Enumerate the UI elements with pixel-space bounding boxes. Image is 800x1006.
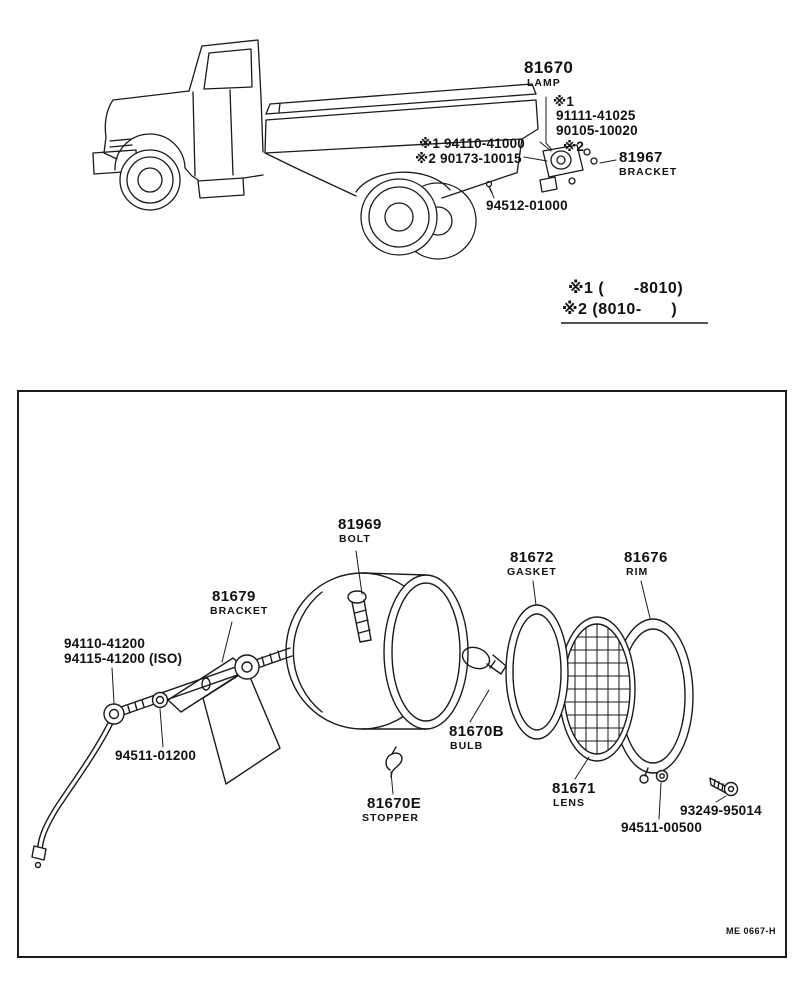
label-rim-name: RIM bbox=[626, 566, 649, 578]
stopper-clip bbox=[385, 746, 403, 778]
label-bolt-name: BOLT bbox=[339, 533, 371, 545]
mounting-nut bbox=[103, 703, 125, 725]
washer bbox=[151, 691, 169, 709]
label-bracket-81679-name: BRACKET bbox=[210, 605, 269, 617]
label-stopper-81670e: 81670E bbox=[367, 795, 422, 812]
label-lens-81671: 81671 bbox=[552, 780, 596, 797]
label-bulb-81670b: 81670B bbox=[449, 723, 504, 740]
label-bracket-name: BRACKET bbox=[619, 166, 678, 178]
gasket bbox=[505, 604, 569, 740]
truck-front-wheel bbox=[119, 149, 181, 211]
bulb bbox=[461, 646, 507, 675]
lens bbox=[558, 616, 636, 762]
truck-rear-lamp-assembly bbox=[485, 144, 598, 194]
label-nut-94511-00500: 94511-00500 bbox=[621, 820, 703, 835]
label-bolt-81969: 81969 bbox=[338, 516, 382, 533]
truck-drawing bbox=[92, 39, 617, 260]
label-bulb-name: BULB bbox=[450, 740, 484, 752]
label-bracket-81679: 81679 bbox=[212, 588, 256, 605]
label-rim-81676: 81676 bbox=[624, 549, 668, 566]
label-ref2-assembly: ※2 90173-10015 bbox=[415, 151, 522, 166]
truck-flatbed bbox=[264, 83, 539, 199]
grommet bbox=[234, 654, 260, 680]
label-screw-93249: 93249-95014 bbox=[680, 803, 762, 818]
drawing-code: ME 0667-H bbox=[726, 926, 777, 936]
label-nut-94110: 94110-41200 bbox=[64, 636, 146, 651]
exploded-leader-lines bbox=[111, 550, 727, 820]
rim-screw bbox=[709, 777, 739, 797]
truck-cab bbox=[92, 39, 264, 199]
label-stopper-name: STOPPER bbox=[362, 812, 419, 824]
legend-line-2: ※2 (8010- ) bbox=[562, 301, 678, 318]
label-gasket-name: GASKET bbox=[507, 566, 557, 578]
label-ref1-assembly: ※1 94110-41000 bbox=[419, 136, 526, 151]
label-nut-part-no: 90105-10020 bbox=[556, 123, 638, 138]
label-ref1-mark: ※1 bbox=[553, 94, 575, 109]
lamp-bracket bbox=[167, 657, 281, 785]
label-ref2-mark: ※2 bbox=[563, 139, 585, 154]
exploded-view-border bbox=[17, 390, 787, 958]
label-lamp-name: LAMP bbox=[527, 77, 561, 89]
label-lamp-part-no: 81670 bbox=[524, 58, 574, 77]
legend-line-1: ※1 ( -8010) bbox=[568, 280, 684, 297]
lamp-housing bbox=[285, 572, 469, 730]
exploded-view-drawing bbox=[31, 550, 739, 869]
label-gasket-81672: 81672 bbox=[510, 549, 554, 566]
label-screw-part-no: 94512-01000 bbox=[486, 198, 568, 213]
label-bracket-part-no: 81967 bbox=[619, 149, 663, 166]
label-lens-name: LENS bbox=[553, 797, 586, 809]
wiring-cable bbox=[31, 721, 113, 869]
truck-rear-wheels bbox=[355, 171, 477, 260]
label-nut-94115-iso: 94115-41200 (ISO) bbox=[64, 651, 183, 666]
rim-speed-nut bbox=[655, 769, 669, 783]
adjust-bolt bbox=[347, 590, 372, 643]
label-bolt-part-no: 91111-41025 bbox=[556, 108, 636, 123]
label-washer-94511: 94511-01200 bbox=[115, 748, 197, 763]
truck-leader-lines bbox=[489, 96, 617, 199]
